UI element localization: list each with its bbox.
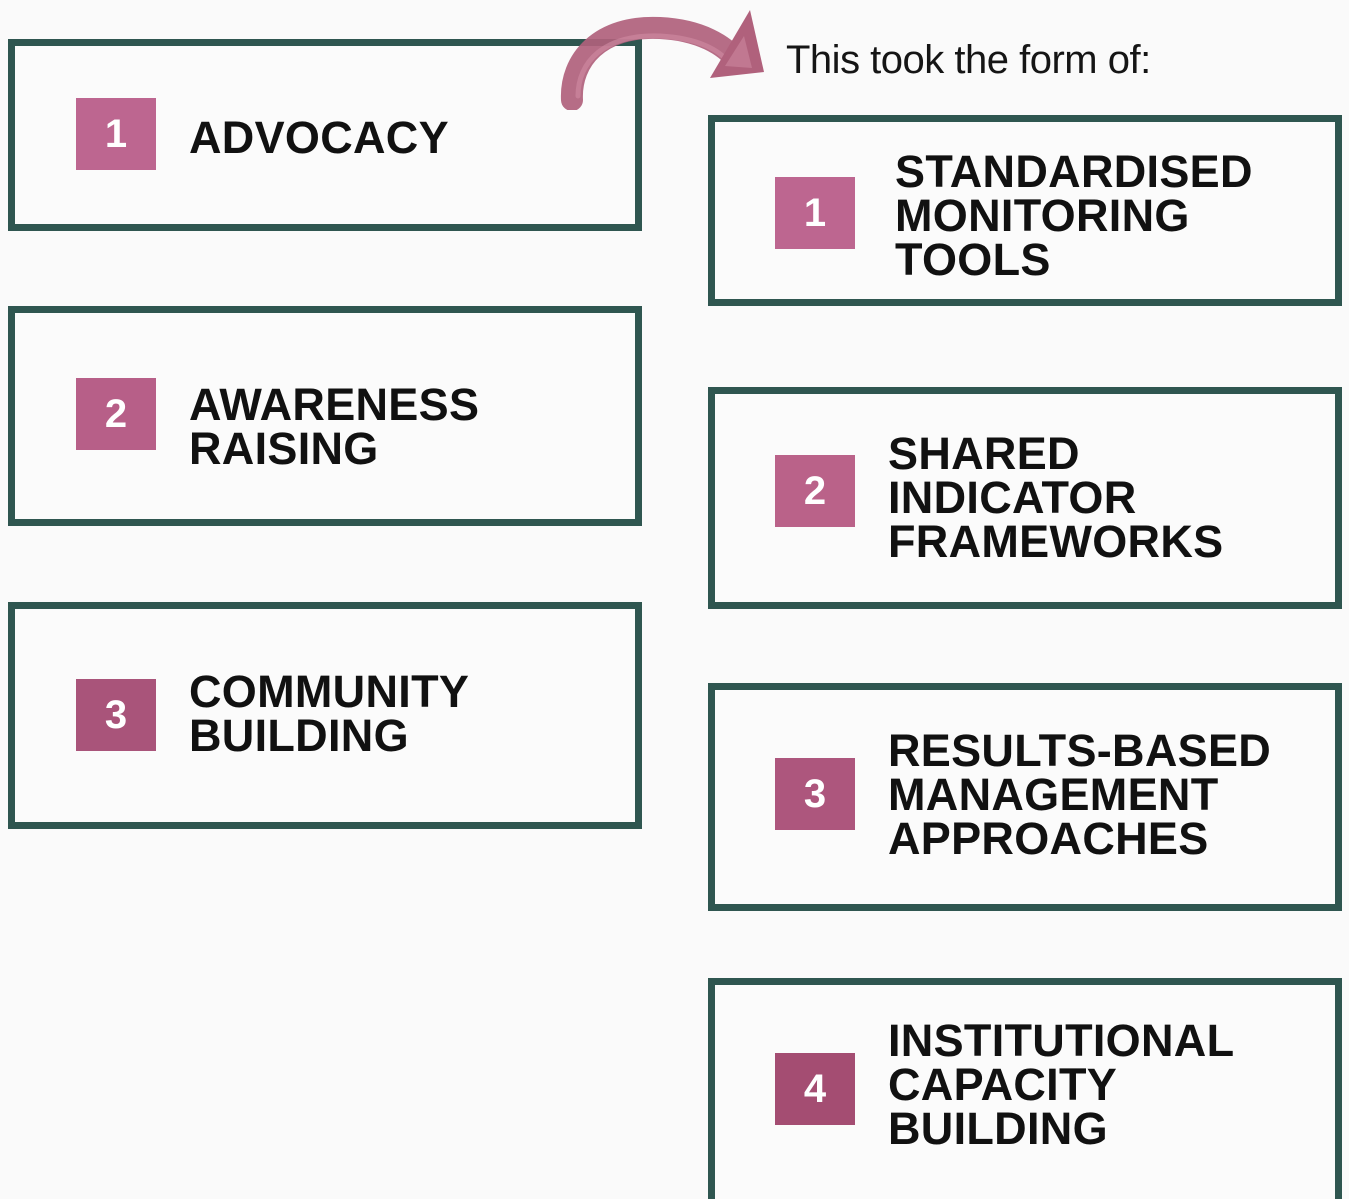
item-label: AWARENESS RAISING [189,379,480,474]
number-badge: 2 [775,455,855,527]
left-card-3: 3 COMMUNITY BUILDING [8,602,642,829]
number-badge: 1 [775,177,855,249]
right-card-4: 4 INSTITUTIONAL CAPACITY BUILDING [708,978,1342,1199]
right-card-1: 1 STANDARDISED MONITORING TOOLS [708,115,1342,306]
item-label: INSTITUTIONAL CAPACITY BUILDING [888,1015,1235,1154]
number-badge: 2 [76,378,156,450]
item-label: ADVOCACY [189,112,449,163]
number-badge: 1 [76,98,156,170]
left-card-1: 1 ADVOCACY [8,39,642,231]
right-card-3: 3 RESULTS-BASED MANAGEMENT APPROACHES [708,683,1342,911]
item-label: RESULTS-BASED MANAGEMENT APPROACHES [888,725,1272,864]
right-card-2: 2 SHARED INDICATOR FRAMEWORKS [708,387,1342,609]
item-label: SHARED INDICATOR FRAMEWORKS [888,428,1224,567]
number-badge: 3 [775,758,855,830]
number-badge: 3 [76,679,156,751]
item-label: COMMUNITY BUILDING [189,666,470,761]
left-card-2: 2 AWARENESS RAISING [8,306,642,526]
number-badge: 4 [775,1053,855,1125]
section-heading: This took the form of: [786,38,1151,82]
curved-arrow-icon [560,10,764,110]
item-label: STANDARDISED MONITORING TOOLS [895,146,1253,285]
